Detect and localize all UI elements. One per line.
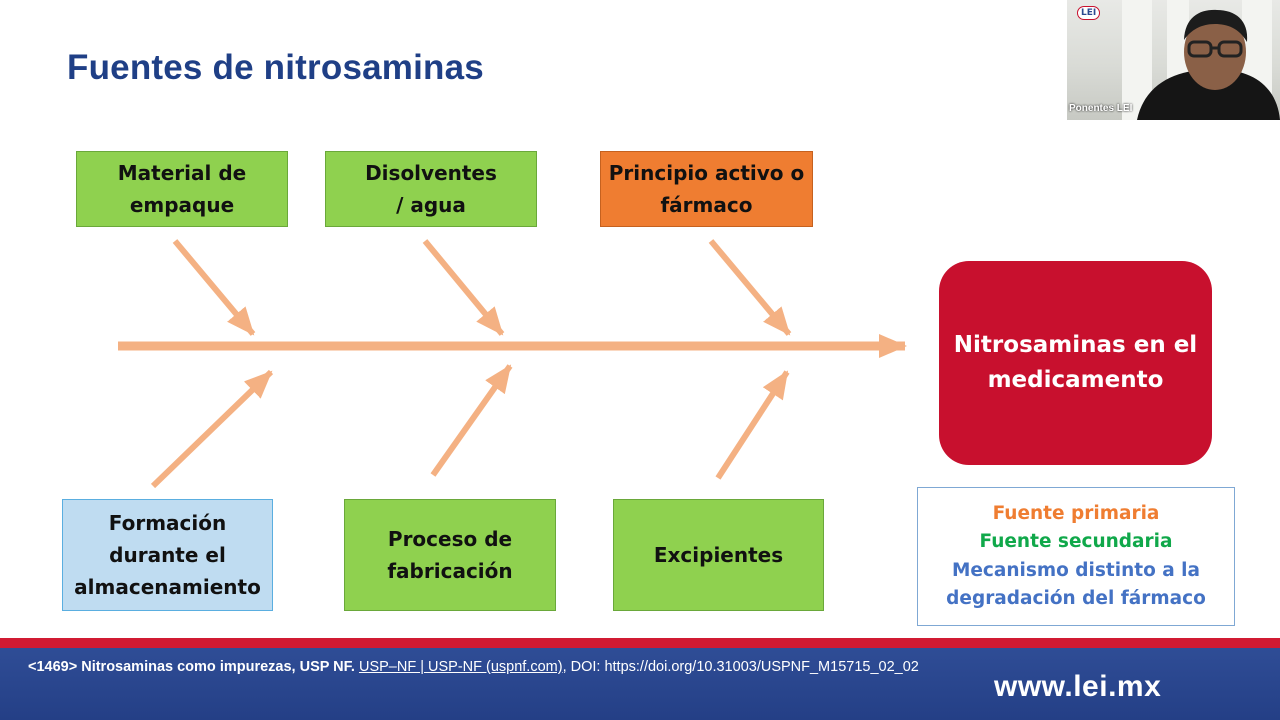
cause-excipientes: Excipientes <box>613 499 824 611</box>
webcam-logo: LEI <box>1077 6 1101 20</box>
arrow-excipientes <box>715 370 790 480</box>
arrow-disolventes <box>422 239 505 336</box>
citation-reference: <1469> Nitrosaminas como impurezas, USP … <box>28 659 355 675</box>
webcam-label: Ponentes LEI <box>1069 103 1133 114</box>
cause-disolventes-agua: Disolventes / agua <box>325 151 537 227</box>
cause-proceso-fabricacion: Proceso de fabricación <box>344 499 556 611</box>
arrow-proceso-fabricacion <box>430 364 513 477</box>
citation: <1469> Nitrosaminas como impurezas, USP … <box>28 659 919 675</box>
citation-link[interactable]: USP–NF | USP-NF (uspnf.com) <box>358 659 563 675</box>
webcam-video[interactable]: LEI Ponentes LEI <box>1067 0 1280 120</box>
footer-bar: <1469> Nitrosaminas como impurezas, USP … <box>0 648 1280 720</box>
legend-primary: Fuente primaria <box>992 502 1160 524</box>
arrow-material-empaque <box>172 239 256 336</box>
cause-formacion-almacenamiento: Formación durante el almacenamiento <box>62 499 273 611</box>
site-url[interactable]: www.lei.mx <box>994 670 1162 703</box>
legend-degradation: Mecanismo distinto a la degradación del … <box>946 559 1206 610</box>
legend-secondary: Fuente secundaria <box>979 531 1173 552</box>
legend-box: Fuente primaria Fuente secundaria Mecani… <box>917 487 1235 626</box>
citation-doi: , DOI: https://doi.org/10.31003/USPNF_M1… <box>562 659 919 675</box>
footer-accent-bar <box>0 638 1280 648</box>
presenter-silhouette <box>1137 9 1280 120</box>
slide-title: Fuentes de nitrosaminas <box>67 48 484 87</box>
arrow-principio-activo <box>708 239 792 336</box>
effect-box: Nitrosaminas en el medicamento <box>939 261 1212 465</box>
cause-principio-activo: Principio activo o fármaco <box>600 151 813 227</box>
arrow-almacenamiento <box>150 369 274 489</box>
cause-material-empaque: Material de empaque <box>76 151 288 227</box>
